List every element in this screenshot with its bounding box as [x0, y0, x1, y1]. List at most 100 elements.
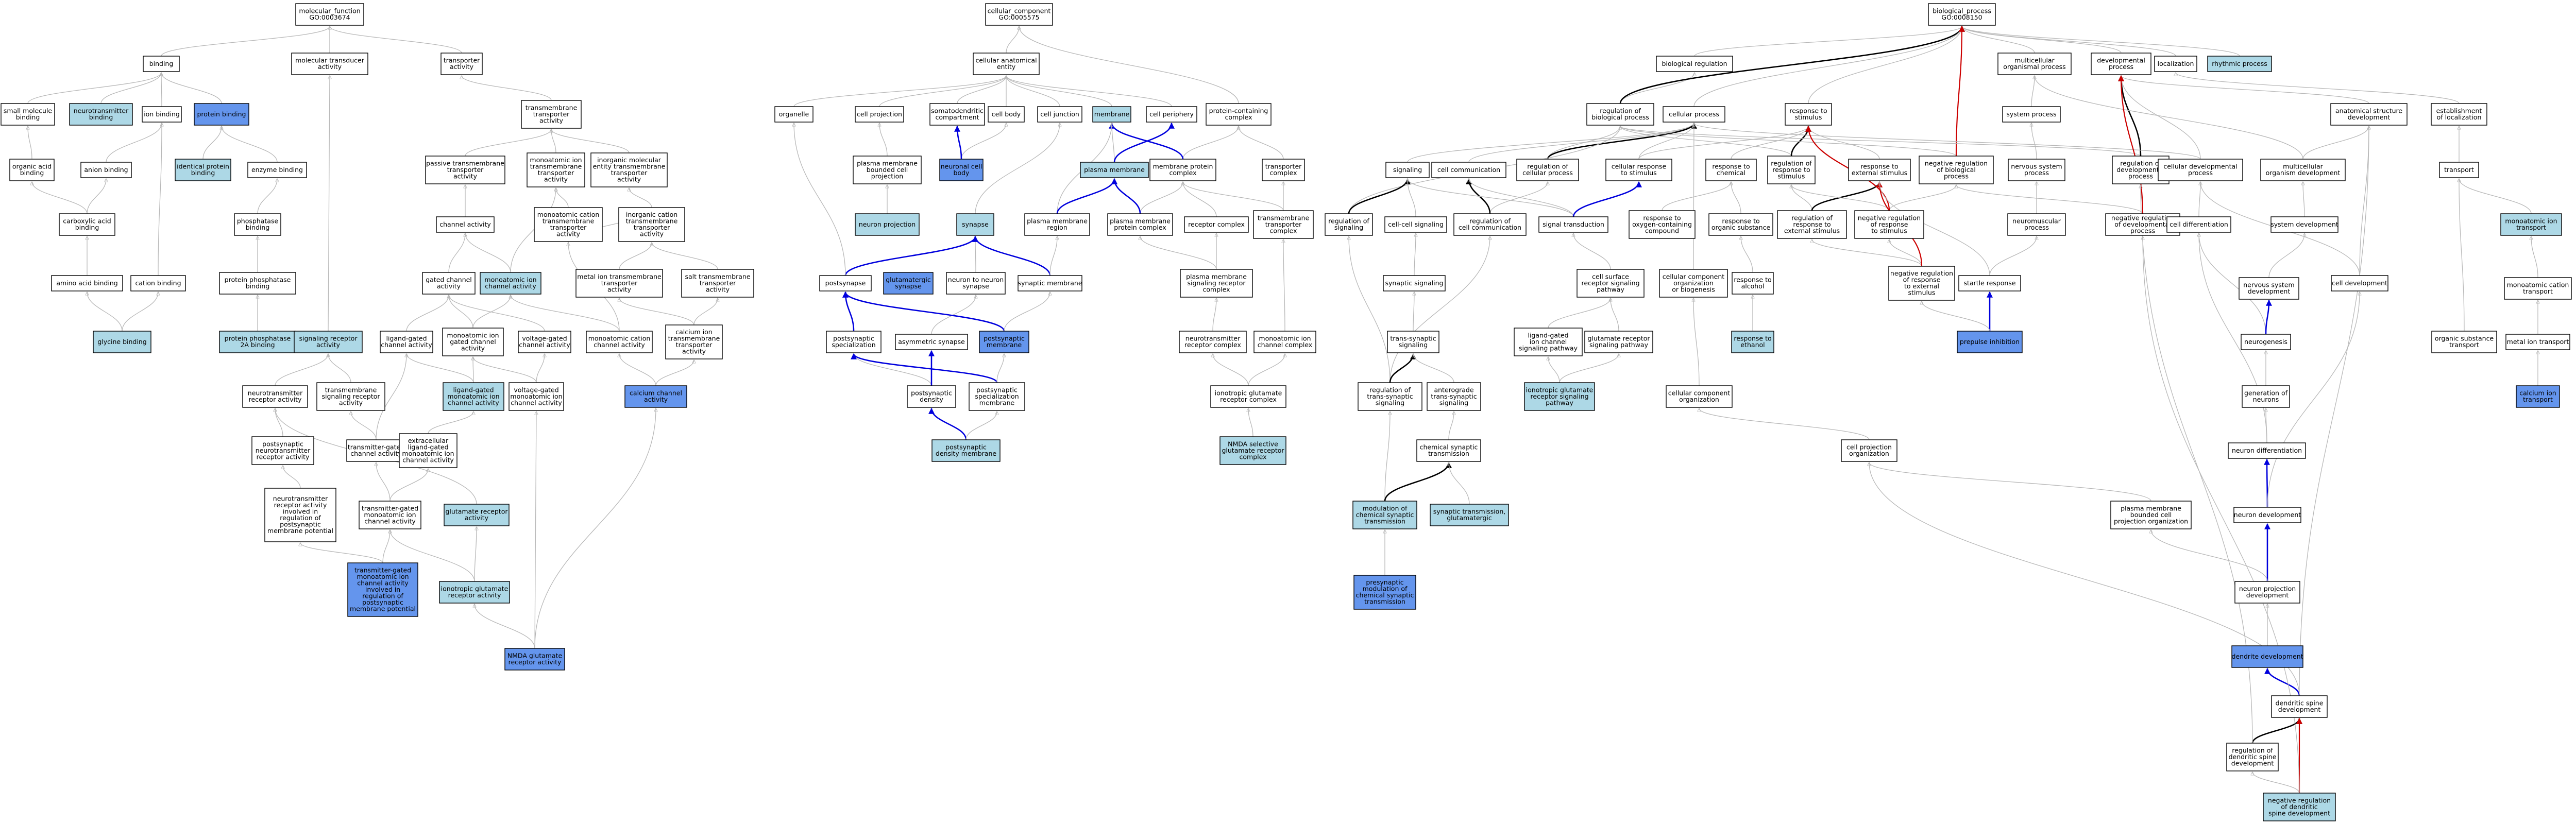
go-node-inorgcation_tt[interactable]: inorganic cationtransmembranetransporter…	[618, 207, 685, 242]
go-node-localization[interactable]: localization	[2154, 56, 2197, 72]
go-node-cellcellsig[interactable]: cell-cell signaling	[1384, 216, 1447, 233]
go-node-ionbind[interactable]: ion binding	[142, 106, 182, 123]
go-node-cellproj[interactable]: cell projection	[855, 106, 904, 123]
go-node-synsig[interactable]: synaptic signaling	[1383, 275, 1446, 291]
go-node-enzbind[interactable]: enzyme binding	[247, 162, 307, 178]
go-node-celldiff[interactable]: cell differentiation	[2166, 216, 2231, 233]
go-node-plasmamem[interactable]: plasma membrane	[1080, 162, 1149, 178]
go-node-protbind[interactable]: protein binding	[194, 103, 249, 126]
go-node-binding[interactable]: binding	[143, 56, 180, 72]
go-node-cellbody[interactable]: cell body	[988, 106, 1025, 123]
go-node-cellcomm[interactable]: cell communication	[1431, 162, 1506, 178]
go-node-cellperiph[interactable]: cell periphery	[1146, 106, 1197, 123]
go-node-asymsyn[interactable]: asymmetric synapse	[895, 334, 968, 350]
go-node-transport[interactable]: transport	[2439, 162, 2479, 178]
go-node-cationbind[interactable]: cation binding	[130, 275, 186, 291]
go-node-sysdev[interactable]: system development	[2270, 216, 2338, 233]
go-node-reccx[interactable]: receptor complex	[1184, 216, 1249, 233]
go-node-sigtrans[interactable]: signal transduction	[1538, 216, 1608, 233]
go-node-rhythmic[interactable]: rhythmic process	[2207, 56, 2272, 72]
go-node-synmem[interactable]: synaptic membrane	[1018, 275, 1082, 291]
go-node-celljunction[interactable]: cell junction	[1037, 106, 1082, 123]
go-node-signaling[interactable]: signaling	[1385, 162, 1430, 178]
go-node-neuronproj[interactable]: neuron projection	[855, 213, 920, 236]
go-node-cellproc[interactable]: cellular process	[1663, 106, 1725, 123]
go-node-aminoacid[interactable]: amino acid binding	[51, 275, 123, 291]
go-node-anionbind[interactable]: anion binding	[80, 162, 132, 178]
go-node-channel[interactable]: channel activity	[436, 216, 495, 233]
go-node-neurogenesis[interactable]: neurogenesis	[2241, 334, 2291, 350]
go-node-monoion_tt[interactable]: monoatomic iontransmembranetransporterac…	[527, 152, 585, 187]
